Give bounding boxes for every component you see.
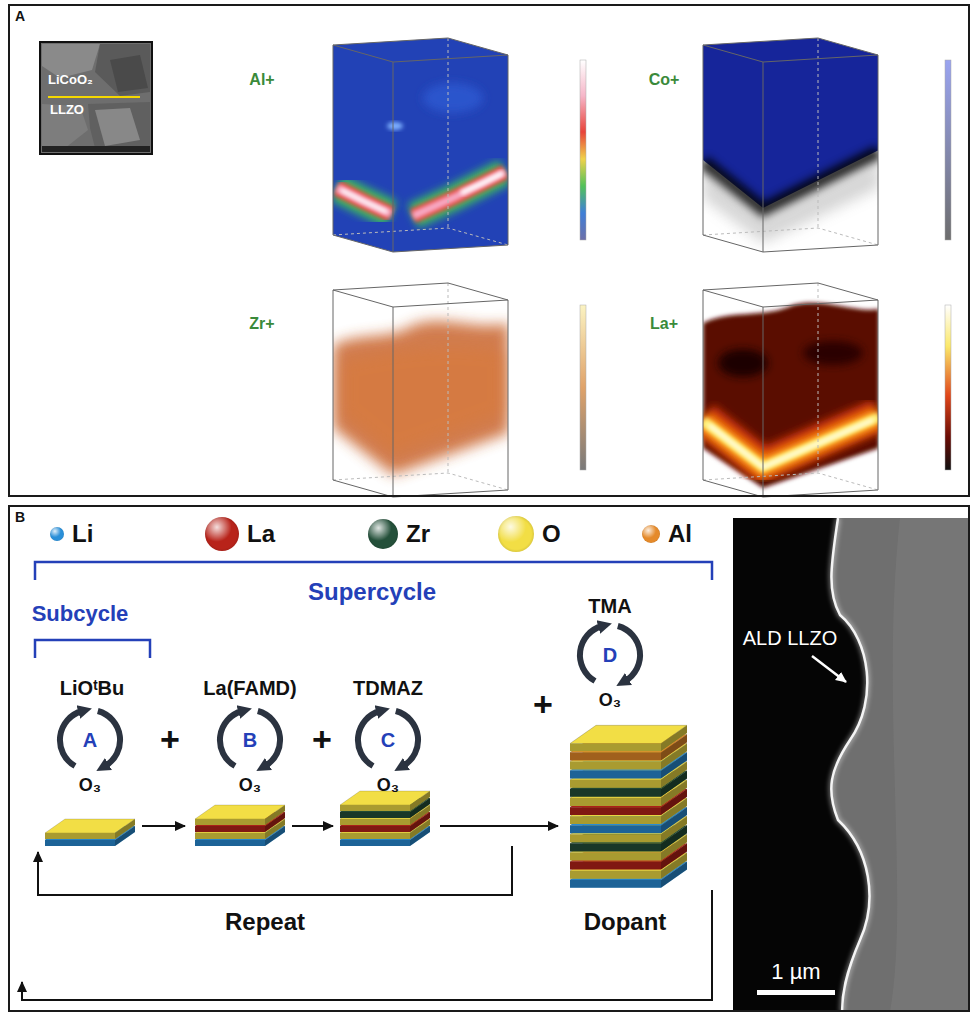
- precursor-label: TDMAZ: [353, 677, 423, 699]
- plus-sign: +: [533, 686, 553, 723]
- legend-text: Zr: [406, 520, 430, 548]
- precursor-label: TMA: [588, 595, 631, 617]
- legend-text: O: [542, 520, 561, 548]
- legend-text: La: [247, 520, 275, 548]
- layer-stack: [45, 725, 687, 888]
- ion-label: Zr+: [249, 315, 274, 333]
- legend-entry: Li: [50, 520, 93, 548]
- legend-entry: Zr: [368, 519, 430, 549]
- al-map-cube: [333, 38, 509, 254]
- cycle-letter: D: [603, 644, 617, 666]
- co-map-cube: [703, 38, 879, 254]
- reactant-label: O₃: [377, 776, 399, 796]
- scale-bar-label: 1 µm: [771, 960, 820, 984]
- legend-text: Li: [72, 520, 93, 548]
- ion-label: La+: [650, 315, 678, 333]
- panel-frame: B: [8, 505, 970, 1012]
- bracket-label: Supercycle: [308, 579, 436, 605]
- sem-cross-section: [733, 518, 970, 1012]
- panel-letter: B: [15, 509, 25, 525]
- legend-entry: Al: [642, 520, 692, 548]
- callout-label: ALD LLZO: [743, 627, 837, 649]
- la-map-cube: [703, 283, 879, 499]
- legend-text: Al: [668, 520, 692, 548]
- layer-label: LiCoO₂: [48, 73, 93, 87]
- legend-entry: La: [205, 517, 275, 551]
- color-bar: [945, 60, 951, 240]
- color-bar: [580, 305, 586, 470]
- legend-sphere: [50, 527, 64, 541]
- cycle-symbol: [60, 626, 640, 766]
- legend-sphere: [498, 516, 534, 552]
- legend-sphere: [642, 525, 660, 543]
- sem-inset: [40, 42, 152, 154]
- bracket: [35, 562, 712, 658]
- ion-label: Al+: [249, 71, 274, 89]
- legend-sphere: [368, 519, 398, 549]
- legend-sphere: [205, 517, 239, 551]
- legend-entry: O: [498, 516, 561, 552]
- reactant-label: O₃: [79, 776, 101, 796]
- layer-label: LLZO: [50, 103, 84, 117]
- panel-letter: A: [15, 8, 25, 24]
- cycle-letter: A: [83, 729, 97, 751]
- loop-label: Dopant: [584, 909, 667, 935]
- panel-frame: A: [8, 4, 970, 497]
- precursor-label: LiOᵗBu: [60, 677, 124, 699]
- reactant-label: O₃: [599, 691, 621, 711]
- color-bar: [580, 60, 586, 240]
- zr-map-cube: [333, 283, 509, 499]
- precursor-label: La(FAMD): [203, 677, 296, 699]
- cycle-letter: C: [381, 729, 395, 751]
- plus-sign: +: [160, 721, 180, 758]
- cycle-letter: B: [243, 729, 257, 751]
- flow-arrow: [22, 826, 712, 1000]
- loop-label: Repeat: [225, 909, 305, 935]
- color-bar: [945, 305, 951, 470]
- bracket-label: Subcycle: [32, 602, 129, 626]
- reactant-label: O₃: [239, 776, 261, 796]
- ion-label: Co+: [649, 71, 680, 89]
- plus-sign: +: [312, 721, 332, 758]
